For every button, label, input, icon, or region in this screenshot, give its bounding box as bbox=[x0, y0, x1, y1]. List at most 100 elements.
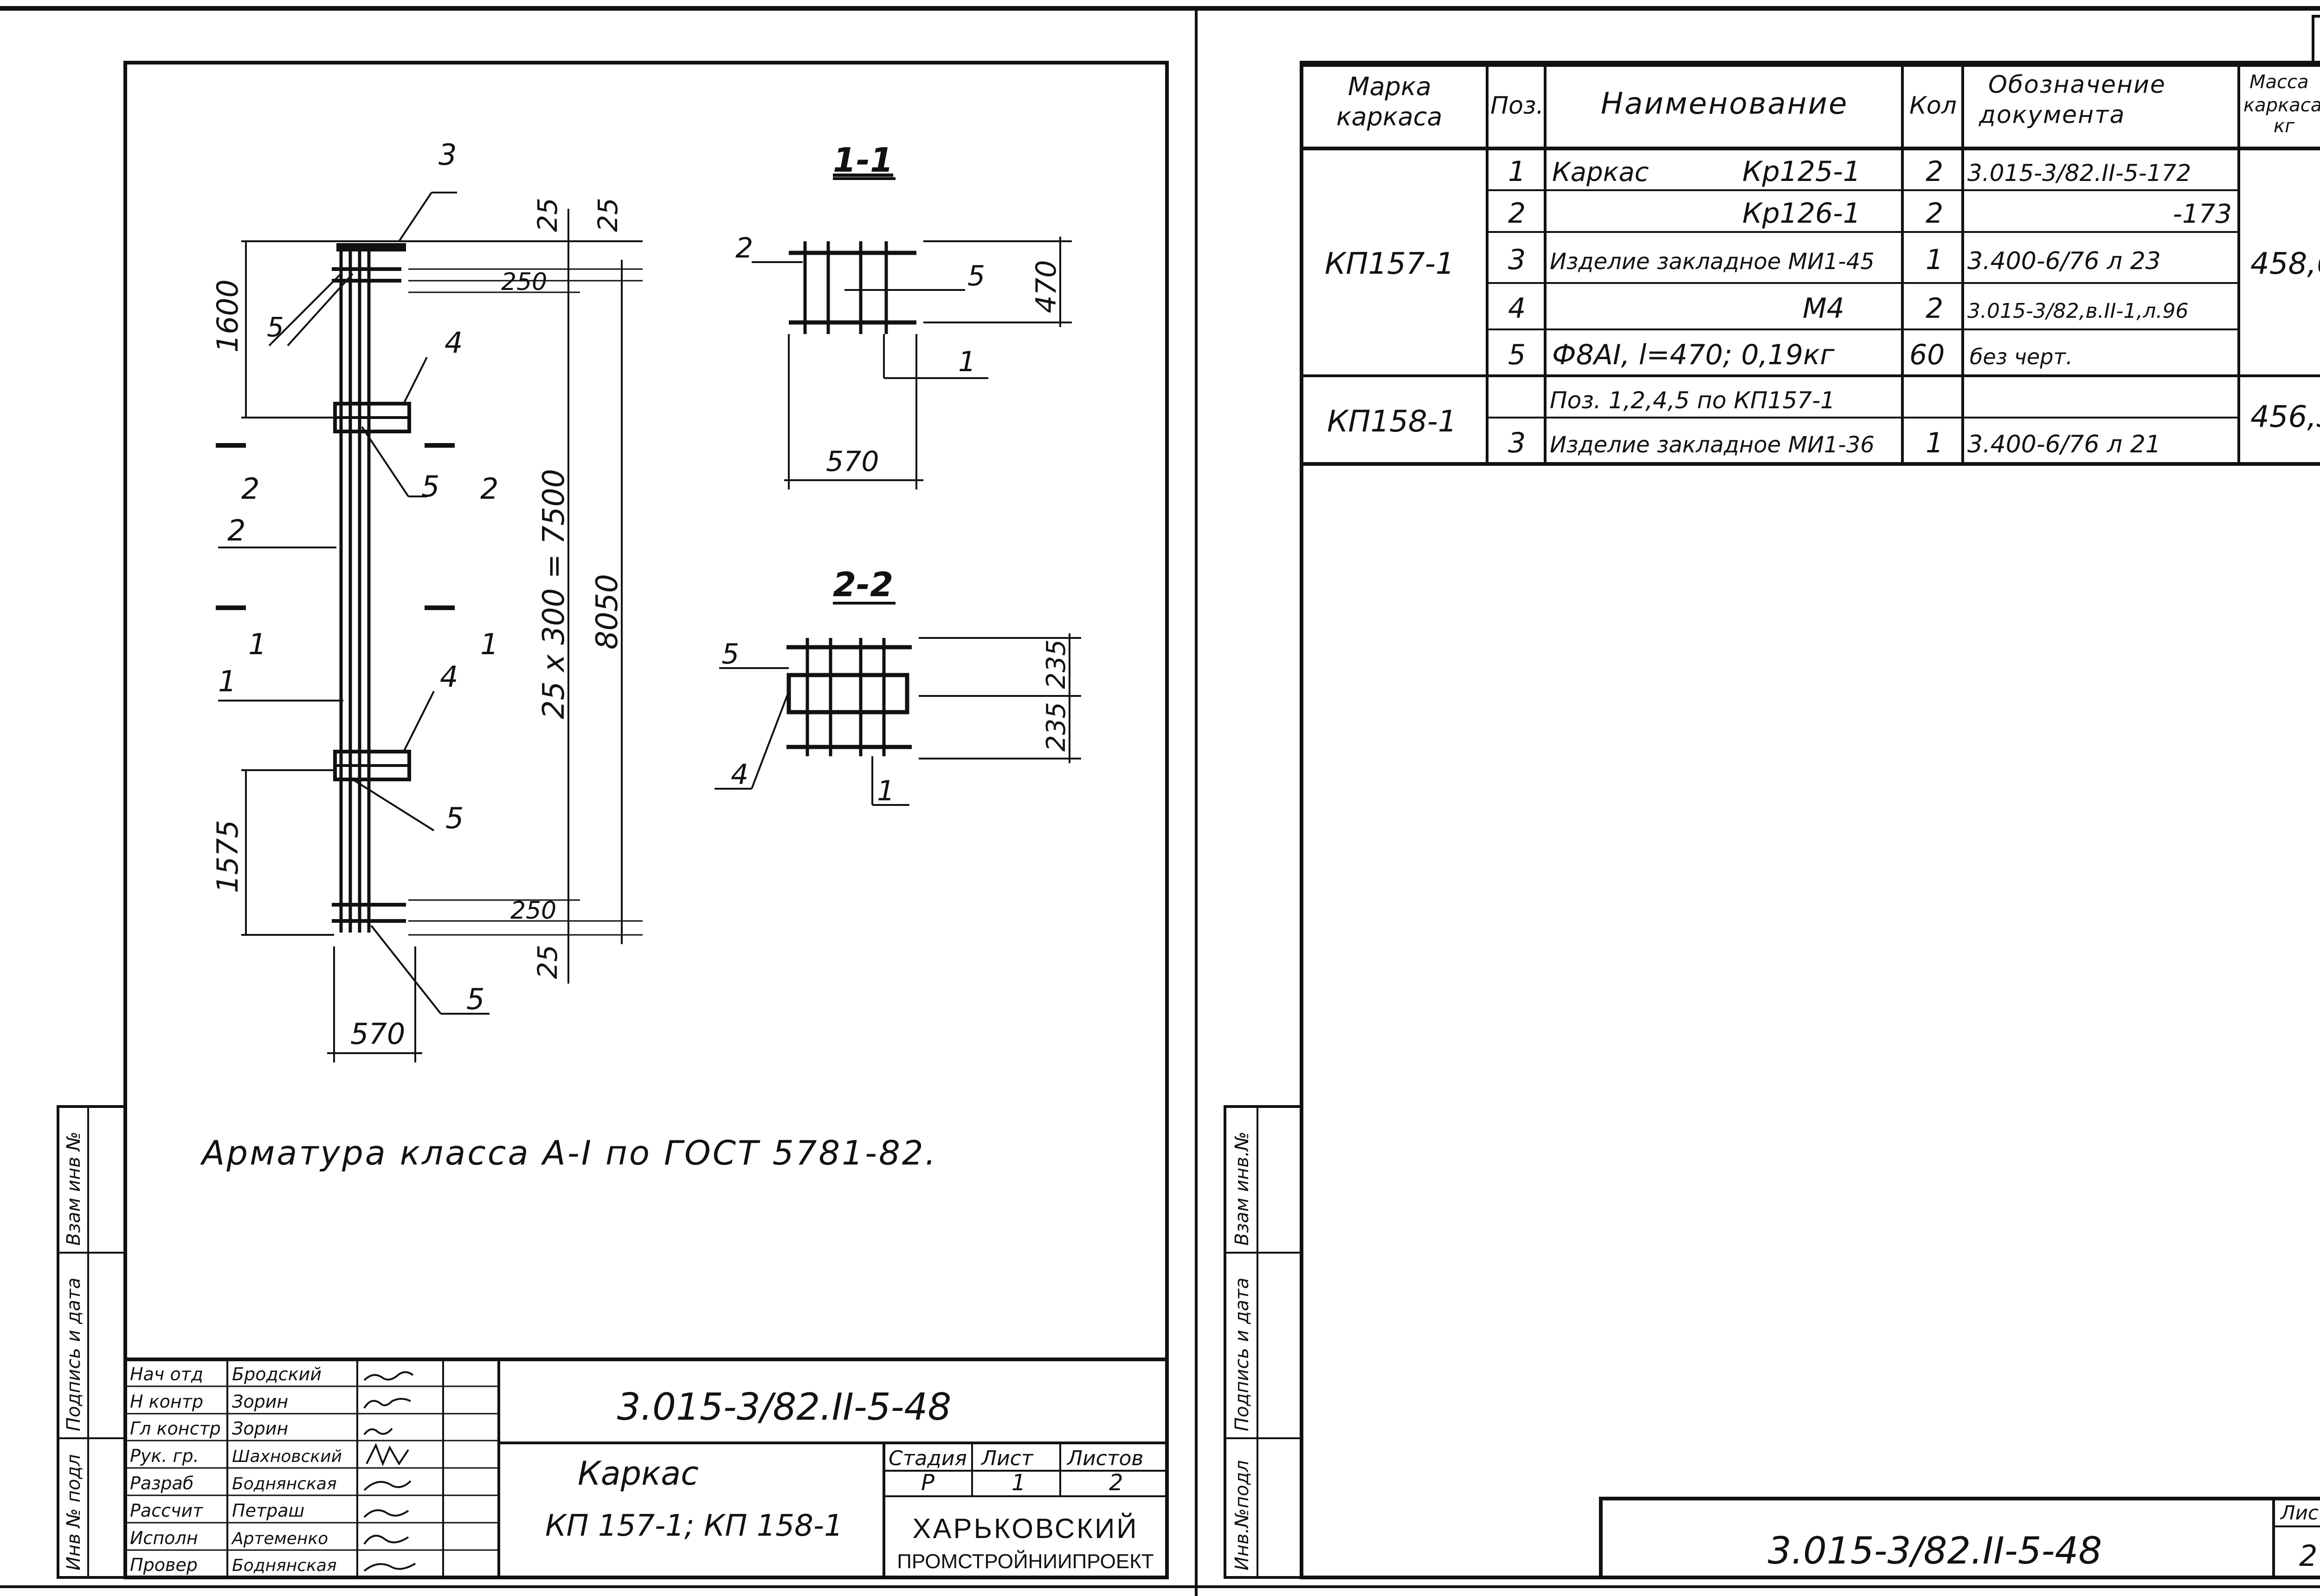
section-1-1-label-5: 5 bbox=[967, 260, 985, 292]
signatures bbox=[363, 1371, 416, 1572]
table-row: 5 Ф8AI, l=470; 0,19кг 60 без черт. bbox=[1508, 339, 2073, 371]
hdr-pos: Поз. bbox=[1490, 92, 1544, 120]
name-7: Боднянская bbox=[232, 1556, 337, 1575]
row2-doc: -173 bbox=[2173, 199, 2232, 229]
role-5: Рассчит bbox=[130, 1500, 204, 1521]
dim-470: 470 bbox=[1030, 260, 1063, 313]
side-stamp-inv: Инв № подл bbox=[63, 1454, 84, 1570]
dim-235-upper: 235 bbox=[1041, 639, 1071, 689]
dim-235-lower: 235 bbox=[1041, 702, 1071, 752]
name-4: Боднянская bbox=[232, 1474, 337, 1493]
section-1-1-title: 1-1 bbox=[833, 141, 893, 180]
sheet1-side-stamp: Инв № подл Подпись и дата Взам инв № bbox=[57, 1105, 127, 1579]
row2-qty: 2 bbox=[1926, 197, 1943, 230]
label-pos5-mid: 5 bbox=[421, 470, 439, 503]
sheet-2: 53 Инв.№подл Подпись и дата Взам инв.№ bbox=[1224, 15, 2320, 1579]
spec-table: Марка каркаса Поз. Наименование Кол Обоз… bbox=[1300, 63, 2320, 466]
label-pos2: 2 bbox=[227, 514, 245, 547]
sheet-1: Инв № подл Подпись и дата Взам инв № bbox=[57, 61, 1169, 1579]
sheet2-doc-code: 3.015-3/82.II-5-48 bbox=[1768, 1529, 2102, 1572]
side-stamp-replace: Взам инв № bbox=[63, 1132, 84, 1246]
dim-7500: 25 x 300 = 7500 bbox=[537, 469, 571, 719]
sheet2-side-stamp-sign: Подпись и дата bbox=[1231, 1278, 1253, 1431]
title-line2: КП 157-1; КП 158-1 bbox=[545, 1509, 843, 1543]
label-cut1-right: 1 bbox=[480, 627, 498, 661]
role-1: Н контр bbox=[130, 1391, 203, 1412]
dim-25-top-a: 25 bbox=[532, 198, 563, 232]
name-3: Шахновский bbox=[232, 1447, 342, 1466]
mass-kp157: 458,6 bbox=[2250, 247, 2320, 281]
sheet1-doc-code: 3.015-3/82.II-5-48 bbox=[617, 1385, 952, 1429]
row7-doc: 3.400-6/76 л 21 bbox=[1967, 431, 2161, 458]
table-row: 2 Кр126-1 2 -173 bbox=[1508, 197, 2232, 230]
dim-25-bottom: 25 bbox=[532, 945, 563, 979]
hdr-mass-3: кг bbox=[2274, 116, 2295, 137]
row4-name2: М4 bbox=[1803, 292, 1844, 325]
label-pos5-lower: 5 bbox=[445, 801, 464, 835]
org-line2: ПРОМСТРОЙНИИПРОЕКТ bbox=[897, 1549, 1154, 1573]
sheet-label: Лист bbox=[980, 1447, 1034, 1470]
row3-pos: 3 bbox=[1508, 244, 1526, 276]
sheet1-title-block: Нач отд Бродский Н контр Зорин Гл констр… bbox=[123, 1358, 1169, 1579]
dim-570-elev: 570 bbox=[350, 1017, 405, 1051]
row1-name: Каркас bbox=[1552, 157, 1649, 187]
embedded-plate bbox=[336, 243, 406, 251]
row4-doc: 3.015-3/82,в.II-1,л.96 bbox=[1967, 299, 2188, 323]
hdr-doc-1: Обозначение bbox=[1988, 71, 2166, 99]
label-cut2-left: 2 bbox=[241, 472, 259, 506]
reinforcement-note: Арматура класса А-I по ГОСТ 5781-82. bbox=[200, 1133, 937, 1172]
hdr-mass-1: Масса bbox=[2249, 71, 2309, 93]
row7-pos: 3 bbox=[1508, 427, 1526, 459]
label-pos4-lower: 4 bbox=[440, 660, 458, 694]
sheet1-frame bbox=[123, 61, 1169, 1579]
side-stamp-sign: Подпись и дата bbox=[63, 1278, 84, 1431]
hdr-mark-1: Марка bbox=[1348, 72, 1431, 101]
row6-name: Поз. 1,2,4,5 по КП157-1 bbox=[1550, 387, 1835, 414]
label-cut2-right: 2 bbox=[480, 472, 498, 506]
dim-250-bottom: 250 bbox=[510, 897, 556, 925]
section-1-1: 1-1 2 5 1 470 570 bbox=[735, 141, 1072, 489]
sheet2-frame bbox=[1300, 61, 2320, 1579]
section-2-2: 2-2 5 4 1 235 235 bbox=[715, 565, 1081, 807]
table-row: Поз. 1,2,4,5 по КП157-1 bbox=[1550, 387, 1835, 414]
hdr-mass-2: каркаса, bbox=[2243, 95, 2320, 116]
table-row: 1 Каркас Кр125-1 2 3.015-3/82.II-5-172 bbox=[1508, 155, 2191, 188]
title-line1: Каркас bbox=[578, 1454, 699, 1493]
frame-elevation bbox=[216, 192, 643, 1062]
sheet2-side-stamp: Инв.№подл Подпись и дата Взам инв.№ bbox=[1224, 1105, 1303, 1579]
mark-kp158: КП158-1 bbox=[1327, 405, 1457, 439]
row7-name: Изделие закладное МИ1-36 bbox=[1550, 432, 1875, 458]
sheets-value: 2 bbox=[1109, 1470, 1123, 1496]
sheet2-side-stamp-inv: Инв.№подл bbox=[1231, 1460, 1253, 1570]
dim-250-top: 250 bbox=[501, 268, 547, 296]
sheets-label: Листов bbox=[1066, 1447, 1143, 1470]
sheet-value: 1 bbox=[1012, 1470, 1026, 1496]
row1-doc: 3.015-3/82.II-5-172 bbox=[1967, 160, 2191, 187]
row5-name: Ф8AI, l=470; 0,19кг bbox=[1552, 339, 1835, 371]
sheet2-sheet-label: Лист bbox=[2280, 1501, 2320, 1524]
row4-qty: 2 bbox=[1926, 292, 1943, 325]
label-cut1-left: 1 bbox=[248, 627, 266, 661]
role-2: Гл констр bbox=[130, 1418, 221, 1439]
name-0: Бродский bbox=[232, 1364, 322, 1384]
section-1-1-label-2: 2 bbox=[735, 232, 753, 264]
stage-label: Стадия bbox=[889, 1447, 967, 1470]
role-6: Исполн bbox=[130, 1528, 198, 1548]
label-pos1: 1 bbox=[218, 664, 236, 698]
sheet2-title-block: 3.015-3/82.II-5-48 Лист 2 bbox=[1599, 1497, 2320, 1579]
name-1: Зорин bbox=[232, 1391, 288, 1412]
row3-qty: 1 bbox=[1926, 244, 1943, 276]
stage-value: Р bbox=[921, 1470, 934, 1496]
name-6: Артеменко bbox=[231, 1529, 328, 1548]
section-2-2-label-1: 1 bbox=[877, 775, 895, 807]
name-5: Петраш bbox=[232, 1500, 304, 1521]
sheet2-sheet-value: 2 bbox=[2299, 1539, 2317, 1573]
row2-name2: Кр126-1 bbox=[1742, 197, 1861, 230]
dim-1600: 1600 bbox=[211, 279, 245, 353]
row1-pos: 1 bbox=[1508, 155, 1526, 188]
row5-doc: без черт. bbox=[1970, 344, 2073, 369]
section-2-2-label-5: 5 bbox=[722, 638, 739, 670]
row1-name2: Кр125-1 bbox=[1742, 155, 1861, 188]
hdr-mark-2: каркаса bbox=[1336, 102, 1442, 131]
